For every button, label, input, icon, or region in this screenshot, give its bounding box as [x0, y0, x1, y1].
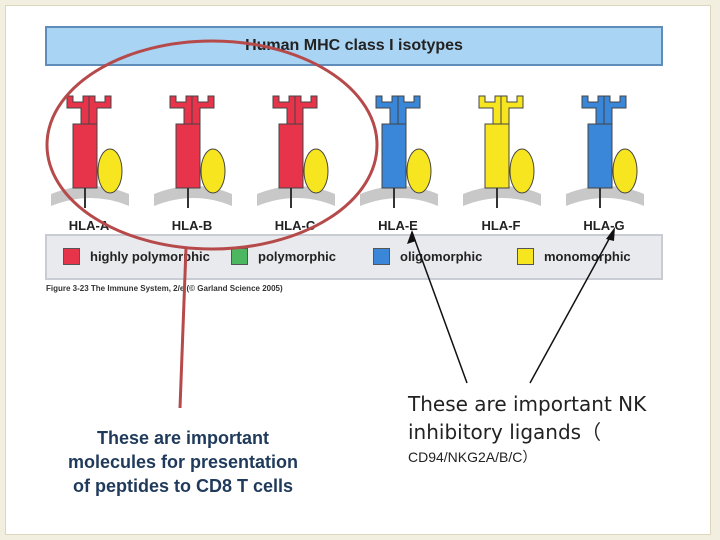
right-annotation-line: inhibitory ligands（	[408, 420, 602, 444]
arrow-to-hla-g	[529, 229, 615, 384]
legend-swatch	[373, 248, 390, 265]
legend-label: highly polymorphic	[90, 249, 210, 264]
left-annotation-line: These are important	[96, 428, 270, 448]
right-annotation-line: These are important NK	[408, 392, 647, 416]
beta2-microglobulin	[200, 148, 226, 194]
molecule-label: HLA-F	[482, 218, 521, 233]
beta2-microglobulin	[612, 148, 638, 194]
alpha3-domain	[175, 123, 201, 189]
legend-swatch	[63, 248, 80, 265]
arrowhead-hla-e	[407, 230, 416, 244]
beta2-microglobulin	[406, 148, 432, 194]
legend-item-monomorphic: monomorphic	[517, 248, 631, 265]
legend-label: oligomorphic	[400, 249, 483, 264]
alpha3-domain	[278, 123, 304, 189]
legend-item-highly-polymorphic: highly polymorphic	[63, 248, 210, 265]
left-annotation-line: molecules for presentation	[67, 452, 299, 472]
beta2-microglobulin	[97, 148, 123, 194]
molecule-label: HLA-E	[378, 218, 418, 233]
beta2-microglobulin	[509, 148, 535, 194]
left-annotation: These are important molecules for presen…	[18, 426, 348, 498]
arrowhead-hla-g	[606, 227, 615, 241]
highlight-line	[178, 247, 188, 409]
alpha3-domain	[72, 123, 98, 189]
alpha3-domain	[484, 123, 510, 189]
figure-caption: Figure 3-23 The Immune System, 2/e (© Ga…	[46, 284, 283, 293]
molecule-label: HLA-B	[172, 218, 212, 233]
alpha3-domain	[587, 123, 613, 189]
beta2-microglobulin	[303, 148, 329, 194]
legend-item-polymorphic: polymorphic	[231, 248, 336, 265]
arrow-to-hla-e	[411, 231, 468, 384]
alpha3-domain	[381, 123, 407, 189]
right-annotation: These are important NK inhibitory ligand…	[408, 390, 708, 446]
legend-item-oligomorphic: oligomorphic	[373, 248, 482, 265]
legend-label: polymorphic	[258, 249, 337, 264]
right-annotation-small: CD94/NKG2A/B/C）	[408, 449, 537, 465]
legend-swatch	[517, 248, 534, 265]
legend-label: monomorphic	[544, 249, 631, 264]
left-annotation-line: of peptides to CD8 T cells	[72, 476, 294, 496]
figure-title: Human MHC class I isotypes	[45, 26, 663, 66]
highlight-ellipse	[45, 39, 379, 251]
